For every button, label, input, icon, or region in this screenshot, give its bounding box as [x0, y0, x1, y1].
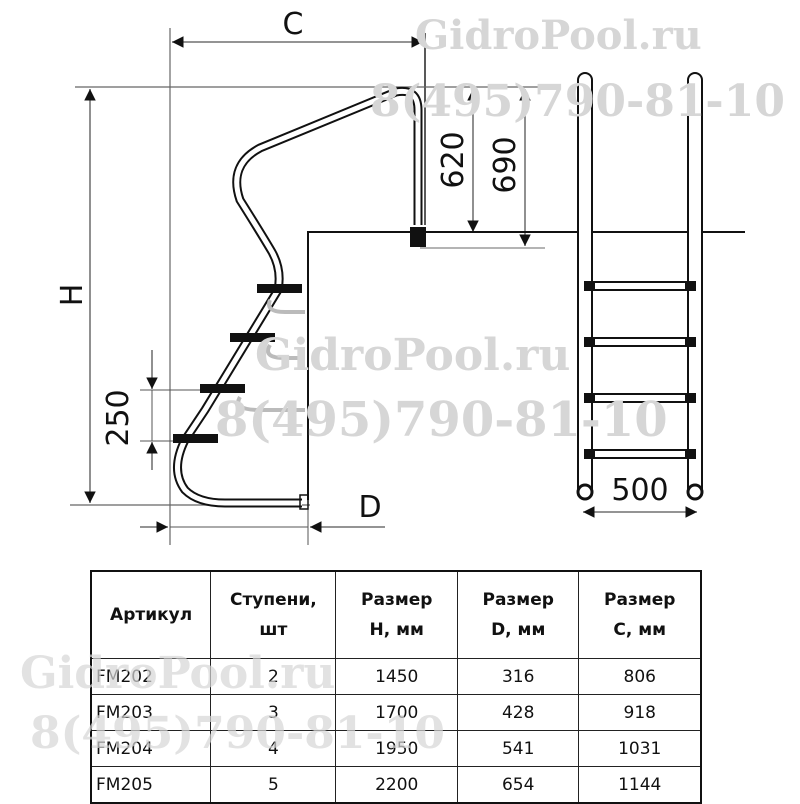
dimension-250: 250 [101, 350, 220, 470]
cell-article: FM202 [90, 658, 212, 695]
cell-d: 428 [456, 694, 580, 731]
cell-article: FM203 [90, 694, 212, 731]
cell-c: 806 [578, 658, 702, 695]
header-steps: Ступени,шт [210, 570, 337, 659]
cell-steps: 5 [210, 766, 337, 804]
table-row: FM203 3 1700 428 918 [90, 694, 702, 731]
label-620: 620 [436, 131, 471, 188]
cell-h: 1450 [335, 658, 458, 695]
dimension-500: 500 [583, 473, 697, 518]
table-row: FM205 5 2200 654 1144 [90, 766, 702, 804]
dimension-690: 690 [488, 89, 531, 246]
label-h: H [55, 284, 90, 307]
cell-c: 1144 [578, 766, 702, 804]
cell-h: 1950 [335, 730, 458, 767]
dimension-h: H [55, 89, 96, 503]
label-c: C [283, 7, 304, 42]
table-row: FM202 2 1450 316 806 [90, 658, 702, 695]
steps-front [584, 281, 696, 459]
cell-steps: 3 [210, 694, 337, 731]
cell-steps: 2 [210, 658, 337, 695]
table-row: FM204 4 1950 541 1031 [90, 730, 702, 767]
dimension-d: D [140, 490, 385, 545]
cell-h: 1700 [335, 694, 458, 731]
steps-side [173, 284, 305, 443]
dimension-c: C [172, 7, 423, 48]
cell-h: 2200 [335, 766, 458, 804]
cell-c: 918 [578, 694, 702, 731]
front-view: 500 [560, 72, 745, 518]
cell-article: FM204 [90, 730, 212, 767]
label-500: 500 [611, 473, 668, 508]
cell-c: 1031 [578, 730, 702, 767]
header-article: Артикул [90, 570, 212, 659]
label-690: 690 [488, 136, 523, 193]
cell-d: 541 [456, 730, 580, 767]
side-view: C H 620 690 250 [55, 7, 745, 545]
dimension-620: 620 [436, 89, 479, 232]
label-250: 250 [101, 389, 136, 446]
label-d: D [358, 490, 381, 525]
cell-d: 654 [456, 766, 580, 804]
cell-article: FM205 [90, 766, 212, 804]
cell-d: 316 [456, 658, 580, 695]
cell-steps: 4 [210, 730, 337, 767]
